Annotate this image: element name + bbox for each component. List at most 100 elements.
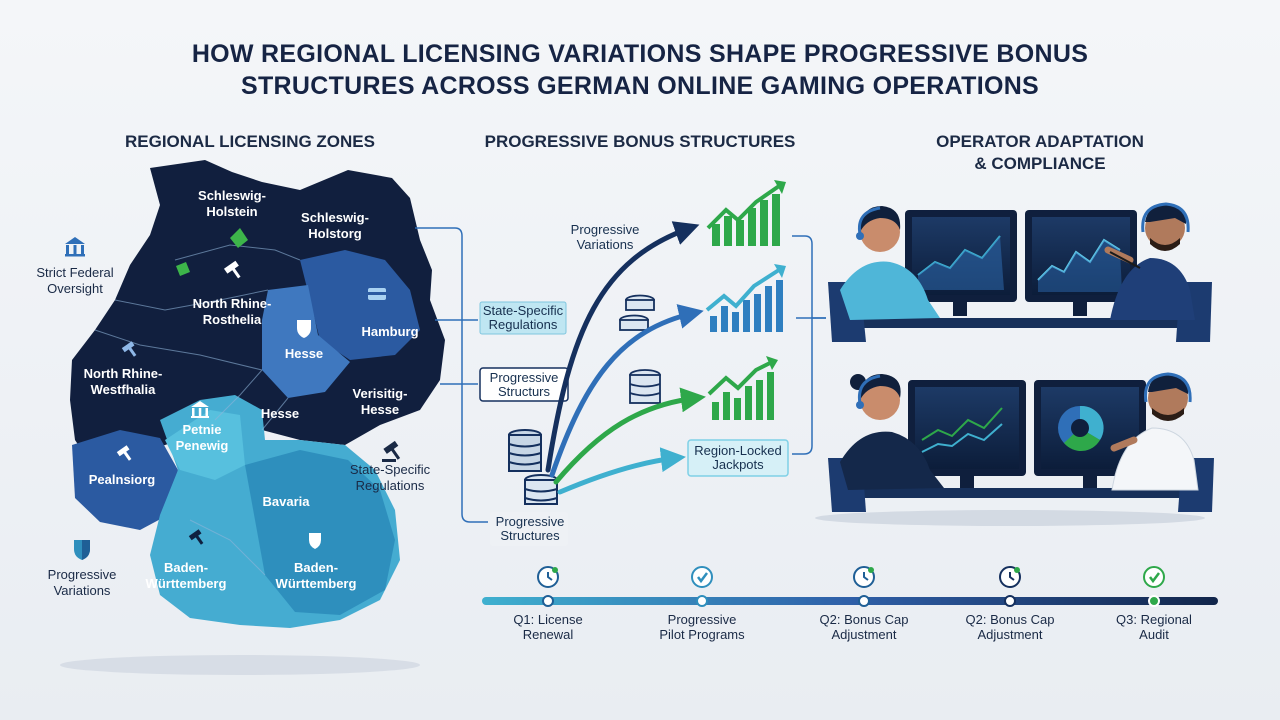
column-header-licensing-zones: REGIONAL LICENSING ZONES <box>125 132 375 151</box>
arrow-teal <box>557 447 686 495</box>
monitor-pie-chart <box>1034 380 1146 488</box>
timeline-node <box>696 595 708 607</box>
timeline-node <box>542 595 554 607</box>
bracket-connector-right <box>792 235 826 455</box>
clock-icon <box>537 566 559 588</box>
region-label: Schleswig-Holstorg <box>301 210 369 241</box>
operator-scene-bottom <box>828 372 1214 512</box>
column-header-bonus-structures: PROGRESSIVE BONUS STRUCTURES <box>484 132 796 151</box>
map-marker-green-2 <box>176 262 190 276</box>
region-label: Bavaria <box>263 494 311 509</box>
region-label: Verisitig-Hesse <box>353 386 408 417</box>
map-region-hamburg <box>300 250 420 360</box>
map-region-north <box>70 160 445 470</box>
operator-person <box>840 374 944 490</box>
gavel-icon <box>188 529 204 545</box>
bank-icon <box>191 401 209 418</box>
desk <box>860 318 1210 328</box>
timeline-bar <box>482 597 1218 605</box>
map-region-west <box>72 430 178 530</box>
page-title: HOW REGIONAL LICENSING VARIATIONS SHAPE … <box>0 38 1280 102</box>
check-icon <box>691 566 713 588</box>
map-borders <box>94 244 301 576</box>
region-label: North Rhine-Rosthelia <box>193 296 272 327</box>
timeline-node <box>1004 595 1016 607</box>
gavel-icon <box>382 440 401 462</box>
map-marker-green-1 <box>230 228 248 248</box>
map-shadow <box>60 655 420 675</box>
operator-scene-top <box>828 202 1212 342</box>
timeline-node <box>858 595 870 607</box>
shield-icon <box>74 540 90 560</box>
title-line-2: STRUCTURES ACROSS GERMAN ONLINE GAMING O… <box>240 72 1040 100</box>
gavel-icon <box>121 341 137 357</box>
map-region-bavaria <box>245 450 395 615</box>
monitor-analytics <box>1025 210 1137 316</box>
region-label: Baden-Württemberg <box>146 560 227 591</box>
arrow-blue <box>549 304 704 478</box>
region-label: North Rhine-Westfhalia <box>84 366 163 397</box>
germany-map: Schleswig-Holstein Schleswig-Holstorg No… <box>60 160 445 675</box>
operator-person <box>840 206 940 320</box>
coin-stack-icon <box>629 369 661 404</box>
growth-chart-icon <box>706 180 786 246</box>
map-region-hesse <box>262 285 350 398</box>
coin-stack-icon <box>619 294 655 331</box>
region-label: Pealnsiorg <box>89 472 156 487</box>
column-header-operator-adaptation: OPERATOR ADAPTATION & COMPLIANCE <box>890 131 1190 175</box>
arrow-navy <box>545 221 700 473</box>
shield-icon <box>297 320 311 338</box>
arrow-green <box>553 387 706 485</box>
title-line-1: HOW REGIONAL LICENSING VARIATIONS SHAPE … <box>191 40 1089 68</box>
column-header-operator-line-2: & COMPLIANCE <box>974 154 1106 173</box>
region-label: Hesse <box>285 346 323 361</box>
clock-icon <box>999 566 1021 588</box>
clock-icon <box>853 566 875 588</box>
monitor-analytics <box>908 380 1026 488</box>
operator-person <box>1110 372 1199 491</box>
desk-shadow <box>815 510 1205 526</box>
gavel-icon <box>116 445 132 461</box>
region-label: Hamburg <box>361 324 418 339</box>
operator-person <box>1104 202 1195 320</box>
bank-icon <box>65 237 85 257</box>
monitor-analytics <box>905 210 1017 316</box>
column-header-operator-line-1: OPERATOR ADAPTATION <box>936 132 1144 151</box>
card-icon <box>368 288 386 300</box>
growth-chart-icon <box>707 356 778 420</box>
timeline-node <box>1148 595 1160 607</box>
region-label: Baden-Württemberg <box>276 560 357 591</box>
shield-icon <box>309 533 321 549</box>
check-icon <box>1143 566 1165 588</box>
flow-arrows <box>545 221 706 495</box>
bracket-connector-left <box>415 227 488 523</box>
